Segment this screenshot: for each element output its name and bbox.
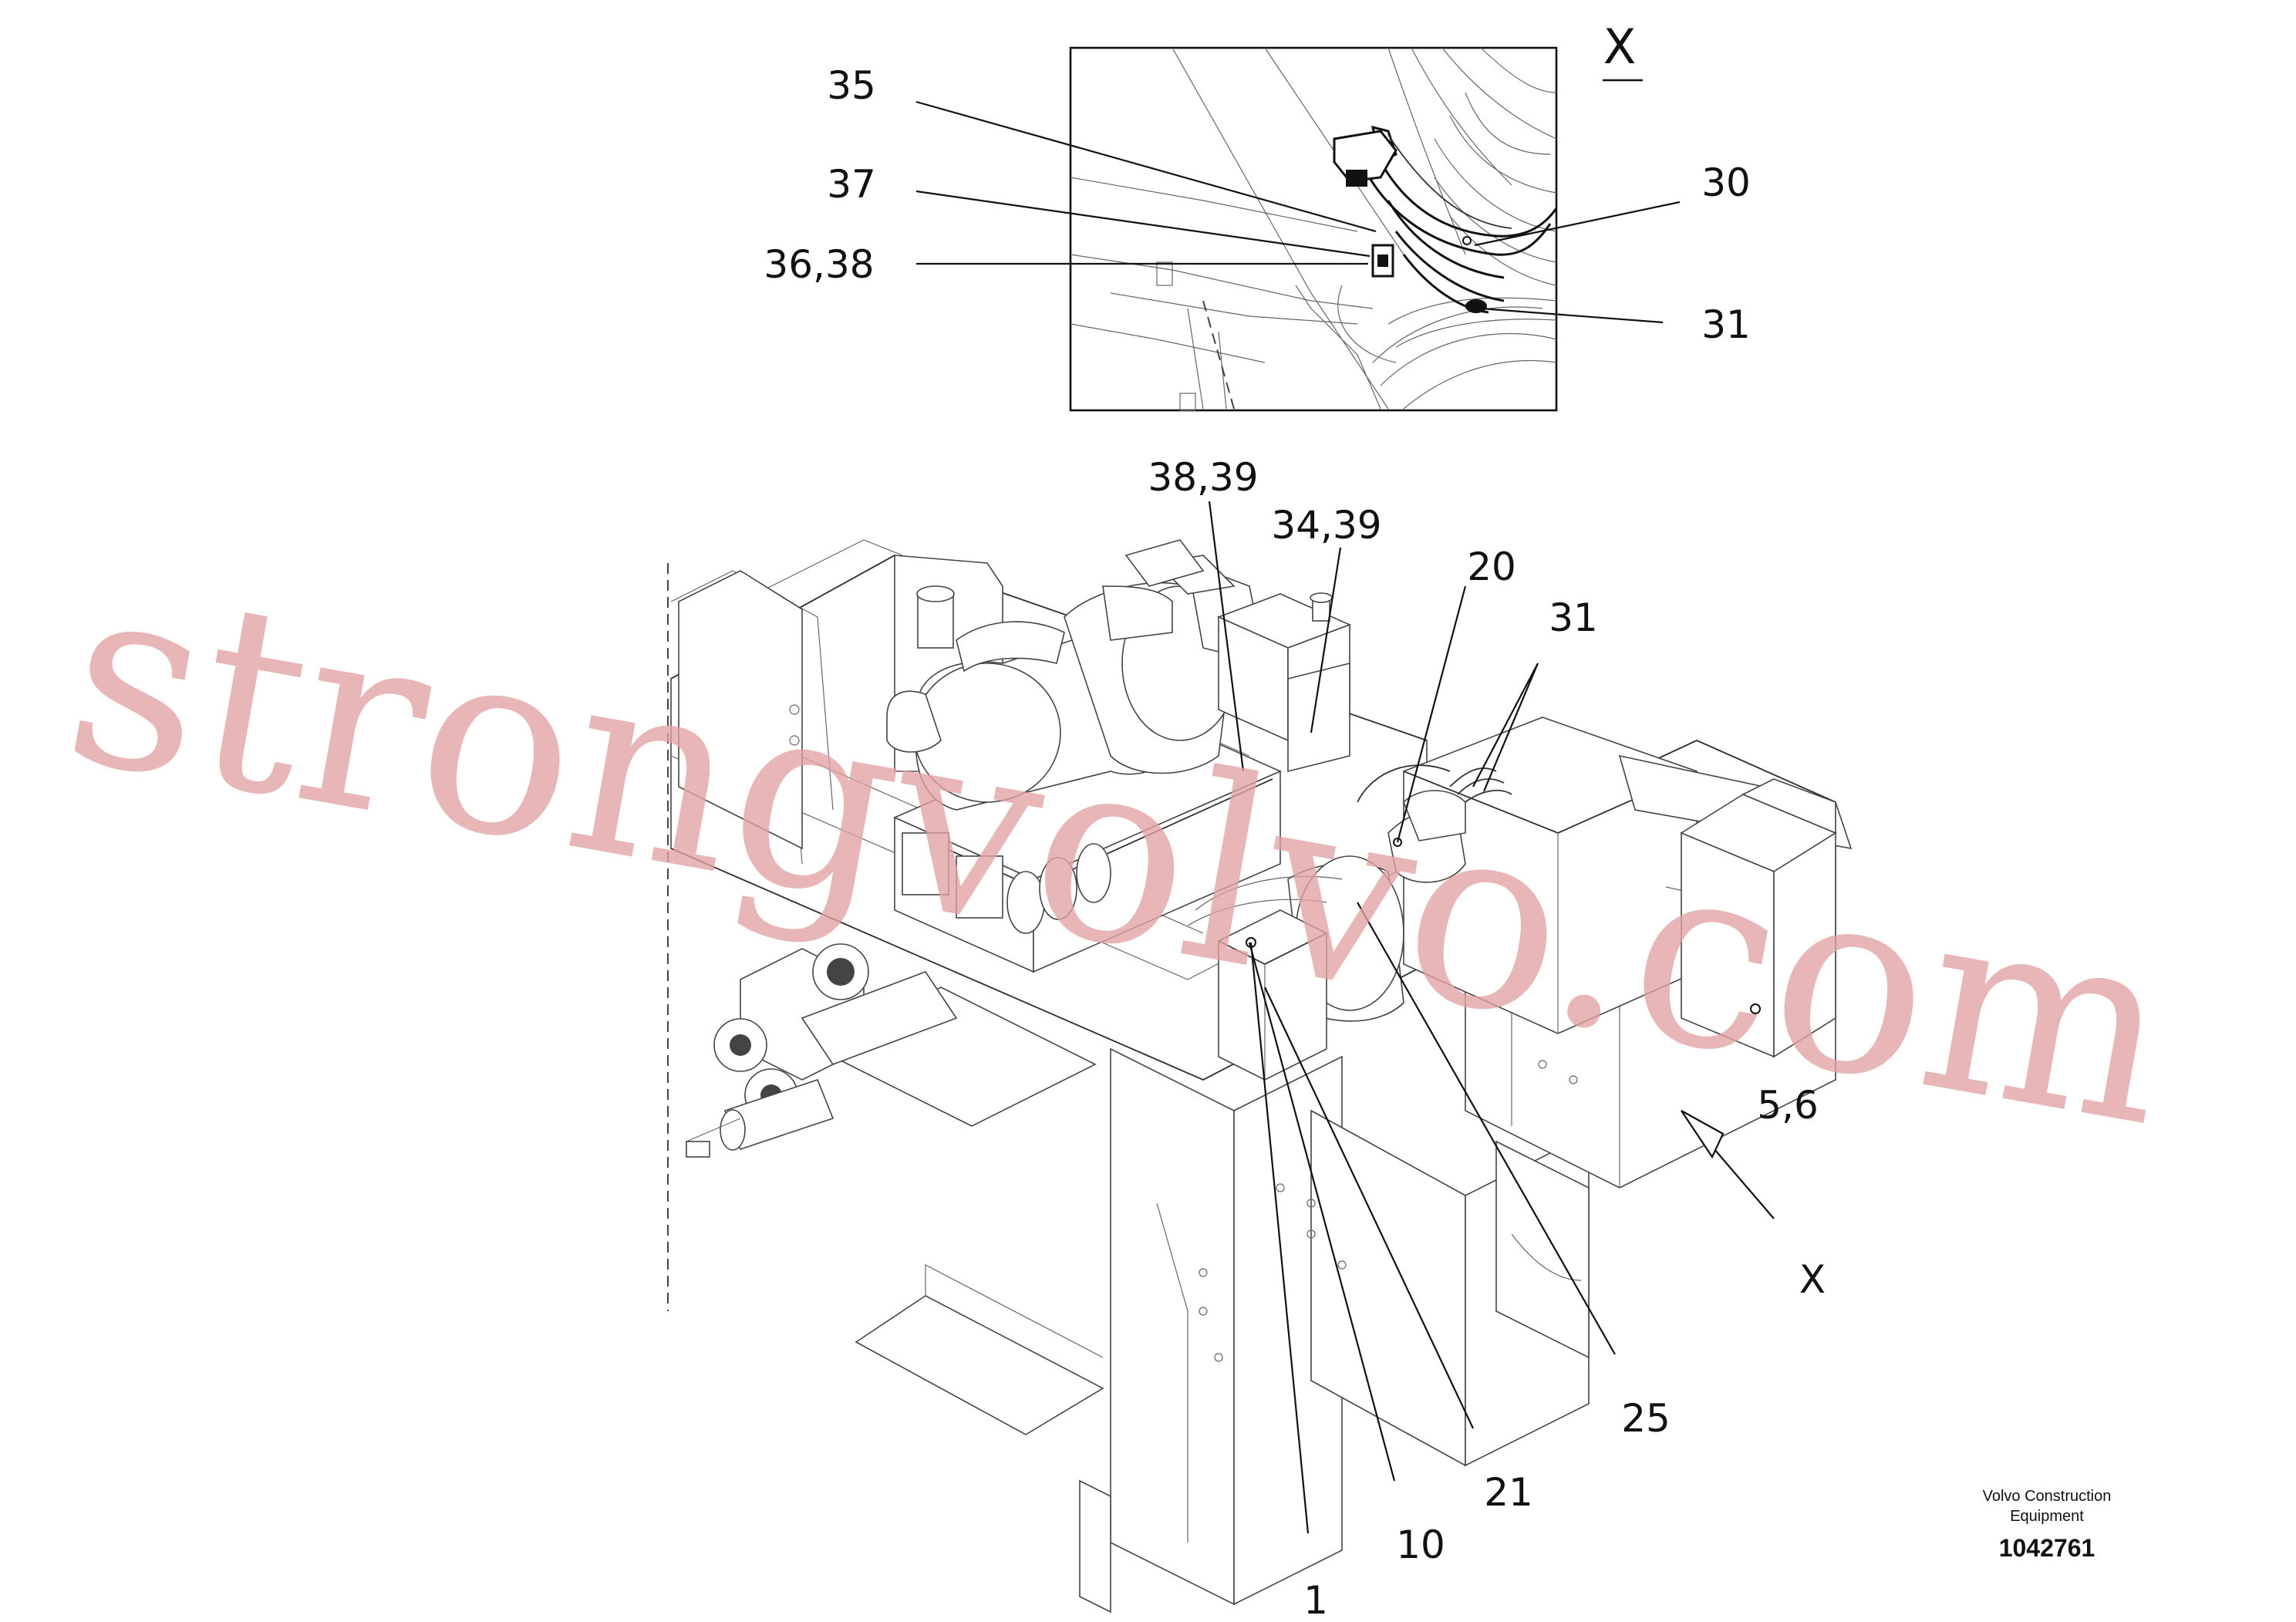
leader-lines — [915, 100, 1681, 1534]
callout-34-39: 34,39 — [1271, 503, 1381, 548]
main-assembly — [667, 539, 1853, 1614]
callout-38-39: 38,39 — [1148, 455, 1258, 500]
callout-35: 35 — [827, 63, 876, 108]
callout-20: 20 — [1467, 545, 1516, 589]
view-arrow-x — [1681, 1110, 1775, 1219]
callout-31-detail: 31 — [1701, 302, 1751, 347]
callout-1: 1 — [1303, 1578, 1328, 1622]
callout-31-main: 31 — [1549, 595, 1598, 640]
brand-line-2: Equipment — [2010, 1508, 2084, 1525]
brand-line-1: Volvo Construction — [1983, 1488, 2112, 1505]
callout-36-38: 36,38 — [764, 242, 874, 287]
detail-view-x: X — [1069, 19, 1643, 412]
callout-21: 21 — [1484, 1470, 1533, 1515]
title-block: Volvo Construction Equipment 1042761 — [1983, 1488, 2112, 1562]
detail-view-label: X — [1603, 19, 1643, 82]
callout-labels: 35 37 36,38 30 31 38,39 34,39 20 31 5,6 … — [764, 63, 1826, 1622]
callout-25: 25 — [1621, 1396, 1671, 1441]
detail-view-title: X — [1603, 19, 1636, 75]
cable-harness — [1357, 764, 1512, 841]
document-number: 1042761 — [1999, 1534, 2095, 1562]
electrical-cabinet — [1680, 778, 1837, 1058]
frame-holes — [789, 704, 1578, 1362]
detail-background-lines — [1070, 47, 1557, 411]
callout-5-6: 5,6 — [1757, 1083, 1819, 1128]
callout-10: 10 — [1396, 1523, 1445, 1567]
callout-x: X — [1799, 1257, 1826, 1302]
callout-37: 37 — [827, 162, 876, 207]
hose-clamp-assembly — [1333, 125, 1558, 314]
hydraulic-pumps — [686, 943, 958, 1158]
clamp-screw — [1465, 299, 1487, 313]
callout-30: 30 — [1701, 160, 1751, 205]
detail-frame — [1069, 46, 1558, 412]
clamp-nut — [1346, 170, 1367, 187]
